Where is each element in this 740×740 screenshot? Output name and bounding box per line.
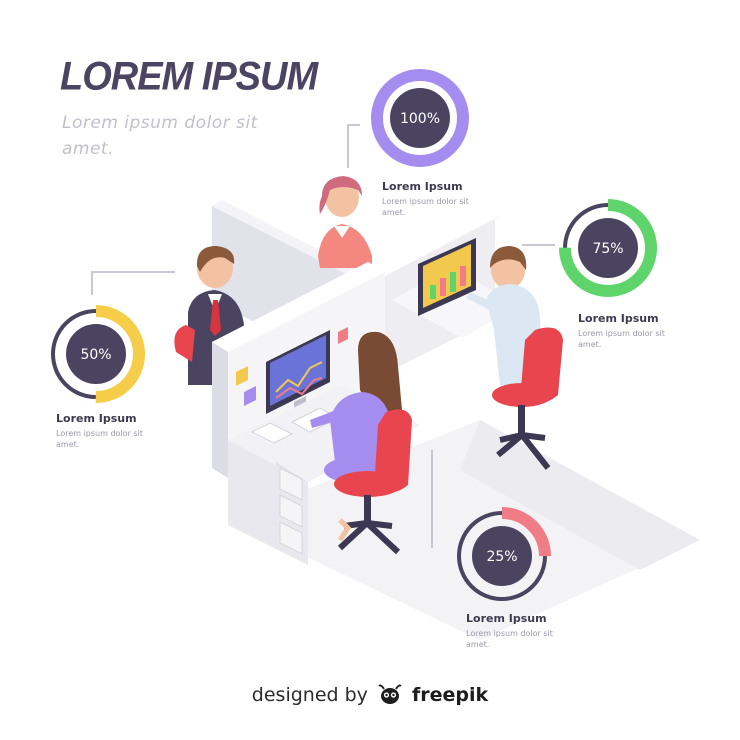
ring-progress bbox=[371, 69, 469, 167]
chair-left-back bbox=[174, 325, 195, 362]
chair-front-back bbox=[374, 409, 412, 494]
screen-bar bbox=[440, 278, 446, 296]
paper-notes bbox=[250, 422, 294, 444]
stat-ring-50: 50% bbox=[47, 305, 145, 403]
page-subtitle: Lorem ipsum dolor sit amet. bbox=[62, 113, 258, 159]
stat-ring-100: 100% bbox=[371, 69, 469, 167]
stat-title: Lorem Ipsum bbox=[466, 612, 547, 625]
footer-brand: freepik bbox=[412, 684, 489, 706]
person-back-collar bbox=[334, 226, 350, 238]
chair-right-base bbox=[496, 430, 551, 470]
ring-percent-label: 100% bbox=[400, 111, 440, 127]
stat-desc: Lorem ipsum dolor sit amet. bbox=[466, 629, 553, 649]
sticky-note bbox=[236, 366, 248, 386]
ring-percent-label: 25% bbox=[486, 549, 517, 565]
ring-progress bbox=[453, 507, 551, 605]
stat-desc: Lorem ipsum dolor sit amet. bbox=[56, 429, 143, 449]
person-left-tie bbox=[210, 300, 221, 336]
screen-chart-line bbox=[275, 377, 323, 399]
sticky-note bbox=[244, 386, 256, 406]
footer-credit: designed by freepik bbox=[0, 683, 740, 706]
ring-percent-label: 75% bbox=[592, 241, 623, 257]
partition-front-side bbox=[212, 342, 228, 478]
floor-shadow-right bbox=[460, 420, 700, 570]
stat-title: Lorem Ipsum bbox=[578, 312, 659, 325]
chair-front-pole bbox=[364, 495, 371, 523]
person-front-arm bbox=[310, 410, 340, 428]
person-back-hair bbox=[319, 176, 362, 214]
chair-front-seat bbox=[334, 471, 402, 497]
ring-center bbox=[66, 324, 126, 384]
partition-front-top bbox=[212, 262, 385, 352]
stat-desc: Lorem ipsum dolor sit amet. bbox=[382, 197, 469, 217]
ring-center bbox=[472, 526, 532, 586]
person-left-hair bbox=[196, 246, 235, 272]
screen-bar bbox=[450, 272, 456, 292]
stat-title: Lorem Ipsum bbox=[56, 412, 137, 425]
screen-bar bbox=[430, 285, 436, 299]
ring-progress bbox=[47, 305, 145, 403]
freepik-bee-icon bbox=[378, 684, 402, 704]
person-right-hair bbox=[490, 246, 527, 270]
drawer bbox=[279, 494, 303, 528]
stat-ring-75: 75% bbox=[559, 199, 657, 297]
person-right-arm bbox=[466, 292, 490, 310]
ring-progress bbox=[559, 199, 657, 297]
chair-right-pole bbox=[518, 405, 525, 435]
drawer bbox=[279, 467, 303, 501]
stat-title: Lorem Ipsum bbox=[382, 180, 463, 193]
stat-desc: Lorem ipsum dolor sit amet. bbox=[578, 329, 665, 349]
connector-line-100 bbox=[347, 124, 360, 168]
connector-line-50 bbox=[91, 271, 175, 295]
drawer bbox=[279, 521, 303, 555]
monitor-front-screen bbox=[270, 335, 326, 406]
person-back-shirt bbox=[318, 224, 372, 268]
ring-center bbox=[390, 88, 450, 148]
stat-ring-25: 25% bbox=[453, 507, 551, 605]
page-title: LOREM IPSUM bbox=[60, 54, 318, 100]
screen-bar bbox=[460, 266, 466, 286]
screen-chart-line bbox=[275, 361, 323, 393]
ring-percent-label: 50% bbox=[80, 347, 111, 363]
sticky-note bbox=[338, 327, 348, 344]
footer-designed-by: designed by bbox=[251, 684, 368, 706]
person-front-leg bbox=[337, 518, 352, 542]
partition-back-right-top bbox=[368, 214, 505, 285]
ring-center bbox=[578, 218, 638, 278]
chair-right-seat bbox=[492, 383, 552, 407]
